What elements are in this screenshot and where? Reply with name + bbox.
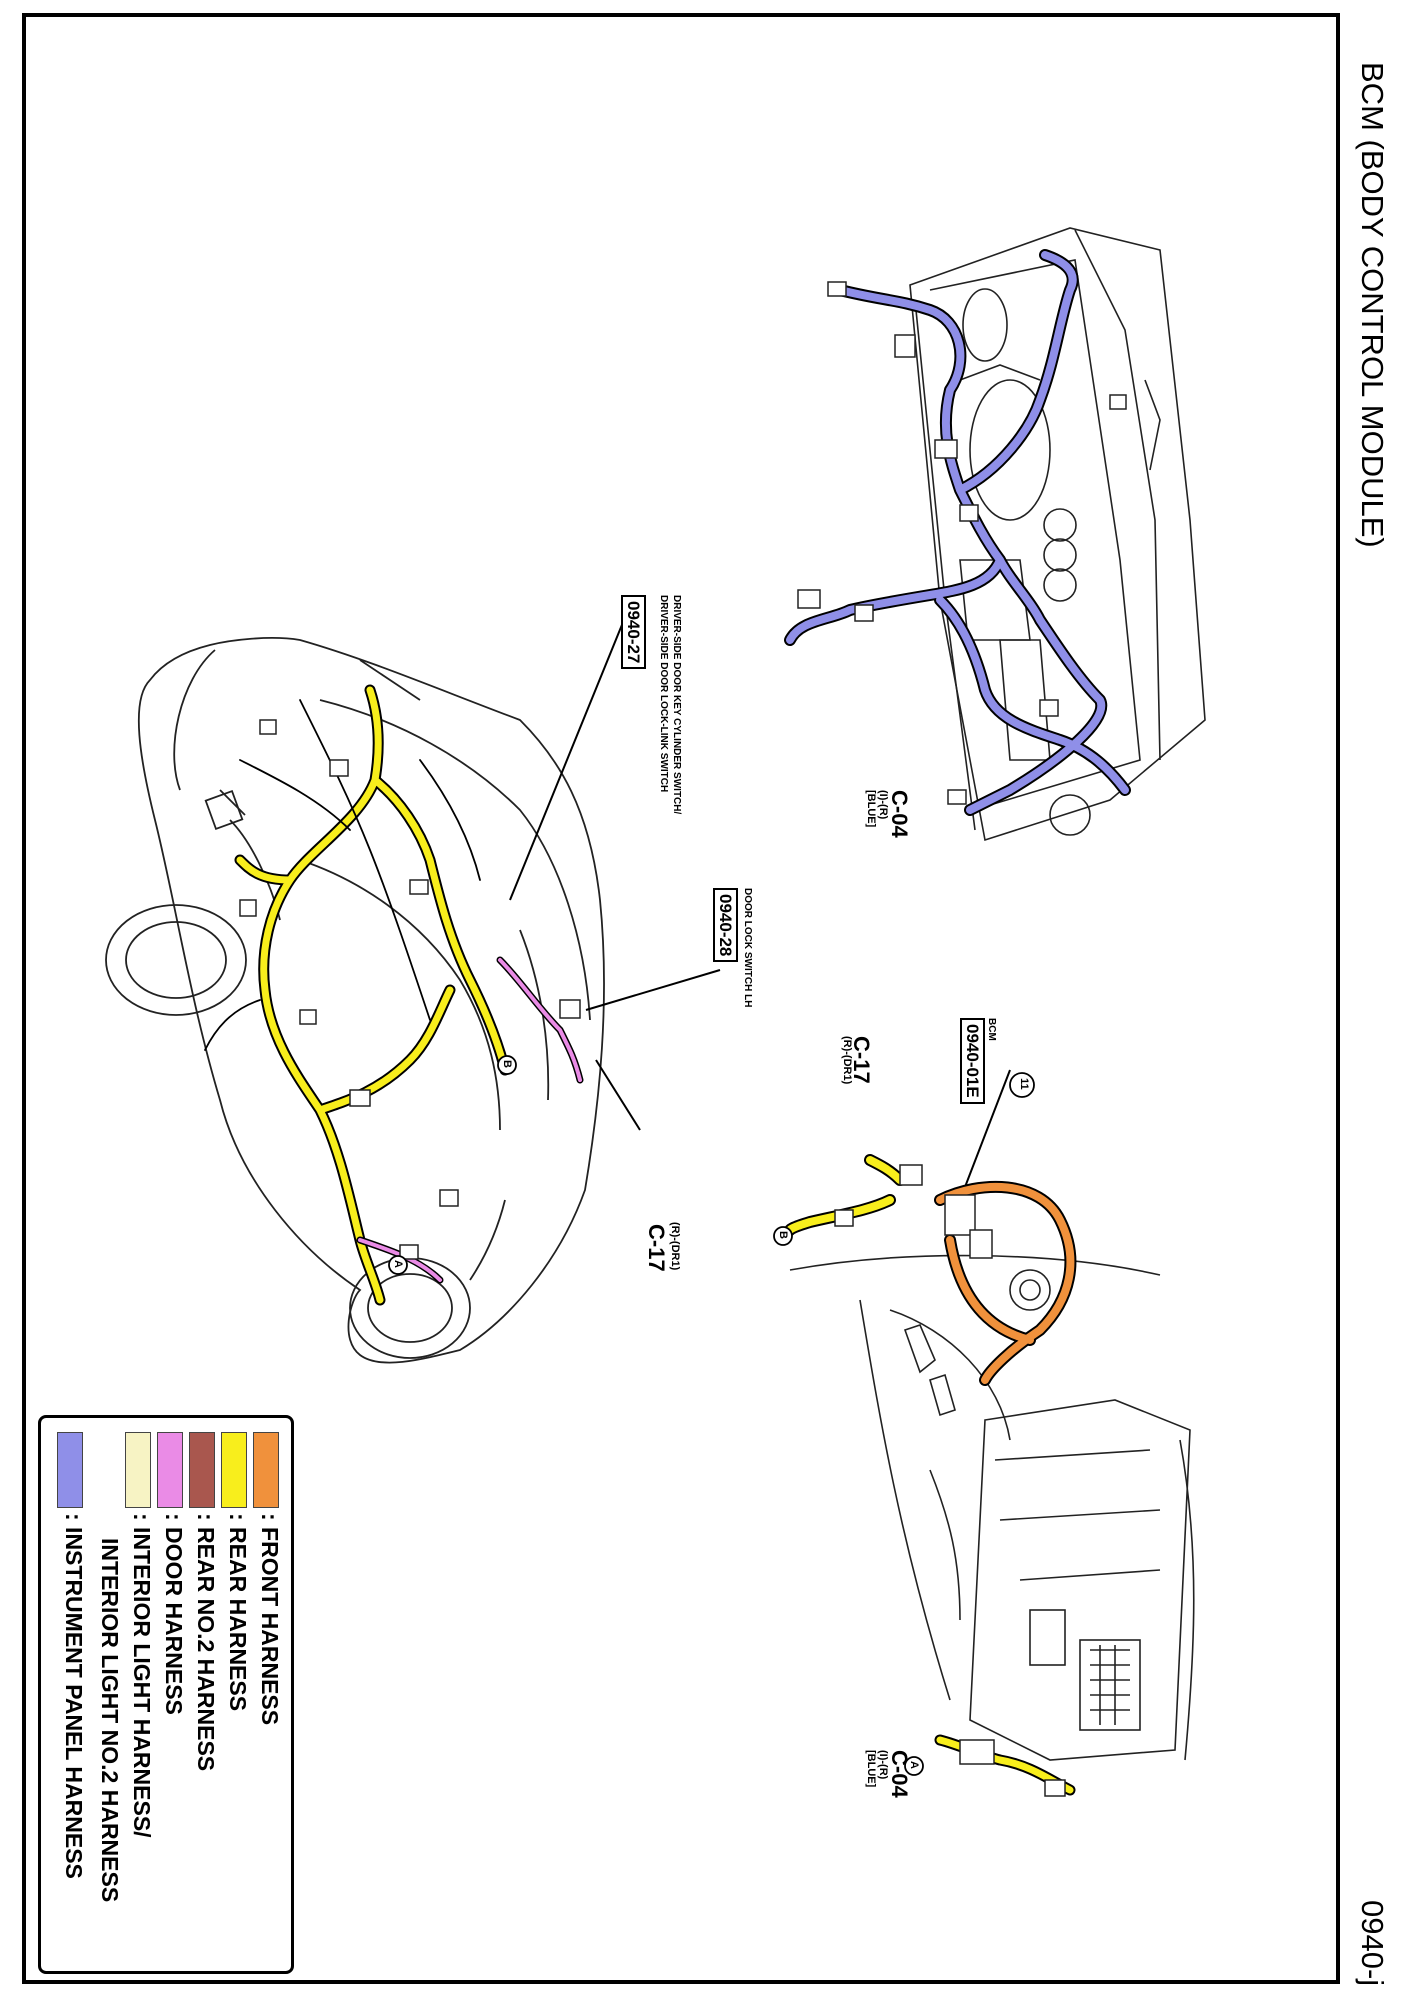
bcm-detail-harness (784, 1154, 1077, 1796)
legend-swatch-door (157, 1432, 183, 1508)
marker-11-detail: 11 (1018, 1078, 1030, 1090)
door-lock-switch-label: DOOR LOCK SWITCH LH (742, 888, 753, 1008)
callout-leaders (509, 609, 1011, 1201)
marker-circles (388, 1055, 1035, 1776)
connector-c04-detail: C-04 (887, 1750, 912, 1798)
legend-swatch-rear (221, 1432, 247, 1508)
vehicle-harness-routing (204, 684, 584, 1306)
bcm-detail-drawing (789, 1254, 1195, 1761)
ref-key-cylinder-switch: 0940-27 (621, 595, 646, 670)
ref-door-lock-switch: 0940-28 (713, 888, 738, 963)
legend-label-interior-light: : INTERIOR LIGHT HARNESS/ (129, 1513, 155, 1838)
instrument-panel-harness (784, 249, 1131, 816)
key-cylinder-switch-label: DRIVER-SIDE DOOR KEY CYLINDER SWITCH/ (671, 595, 682, 815)
connector-c17-detail: C-17 (849, 1036, 874, 1084)
connector-c17-vehicle: C-17 (644, 1224, 669, 1272)
legend-label-door: : DOOR HARNESS (161, 1513, 187, 1715)
legend-label-front: : FRONT HARNESS (257, 1513, 283, 1726)
marker-a-vehicle: A (392, 1260, 404, 1268)
harness-legend: : FRONT HARNESS : REAR HARNESS : REAR NO… (38, 1415, 294, 1974)
connector-c04-panel: C-04 (887, 790, 912, 838)
connector-c17-vehicle-code: (R)-(DR1) (669, 1222, 681, 1271)
connector-c04-detail-code: (I)-(R) (877, 1750, 889, 1780)
legend-label-interior-light-no2: INTERIOR LIGHT NO.2 HARNESS (97, 1538, 123, 1903)
ref-bcm: 0940-01E (960, 1018, 985, 1104)
bcm-label: BCM (986, 1018, 997, 1041)
instrument-panel-connectors (797, 281, 1127, 805)
connector-c04-panel-code: (I)-(R) (877, 790, 889, 820)
legend-swatch-front (253, 1432, 279, 1508)
connector-c04-panel-color: [BLUE] (865, 790, 877, 828)
vehicle-connectors (239, 719, 581, 1260)
page-title: BCM (BODY CONTROL MODULE) (1355, 62, 1390, 548)
connector-c17-detail-code: (R)-(DR1) (841, 1036, 853, 1085)
connector-c04-detail-color: [BLUE] (865, 1750, 877, 1788)
marker-a-detail: A (908, 1761, 920, 1769)
legend-swatch-instrument-panel (57, 1432, 83, 1508)
legend-swatch-interior-light (125, 1432, 151, 1508)
page-number: 0940-j (1355, 1900, 1390, 1987)
door-lock-link-switch-label: DRIVER-SIDE DOOR LOCK-LINK SWITCH (658, 595, 669, 793)
legend-label-rear: : REAR HARNESS (225, 1513, 251, 1712)
bcm-detail-connectors (834, 1164, 1066, 1797)
page-frame (22, 13, 1340, 1984)
vehicle-body-drawing (105, 637, 605, 1364)
legend-label-rear-no2: : REAR NO.2 HARNESS (193, 1513, 219, 1772)
marker-b-vehicle: B (501, 1060, 513, 1068)
marker-b-detail: B (777, 1231, 789, 1239)
legend-swatch-rear-no2 (189, 1432, 215, 1508)
legend-label-instrument-panel: : INSTRUMENT PANEL HARNESS (61, 1513, 87, 1879)
